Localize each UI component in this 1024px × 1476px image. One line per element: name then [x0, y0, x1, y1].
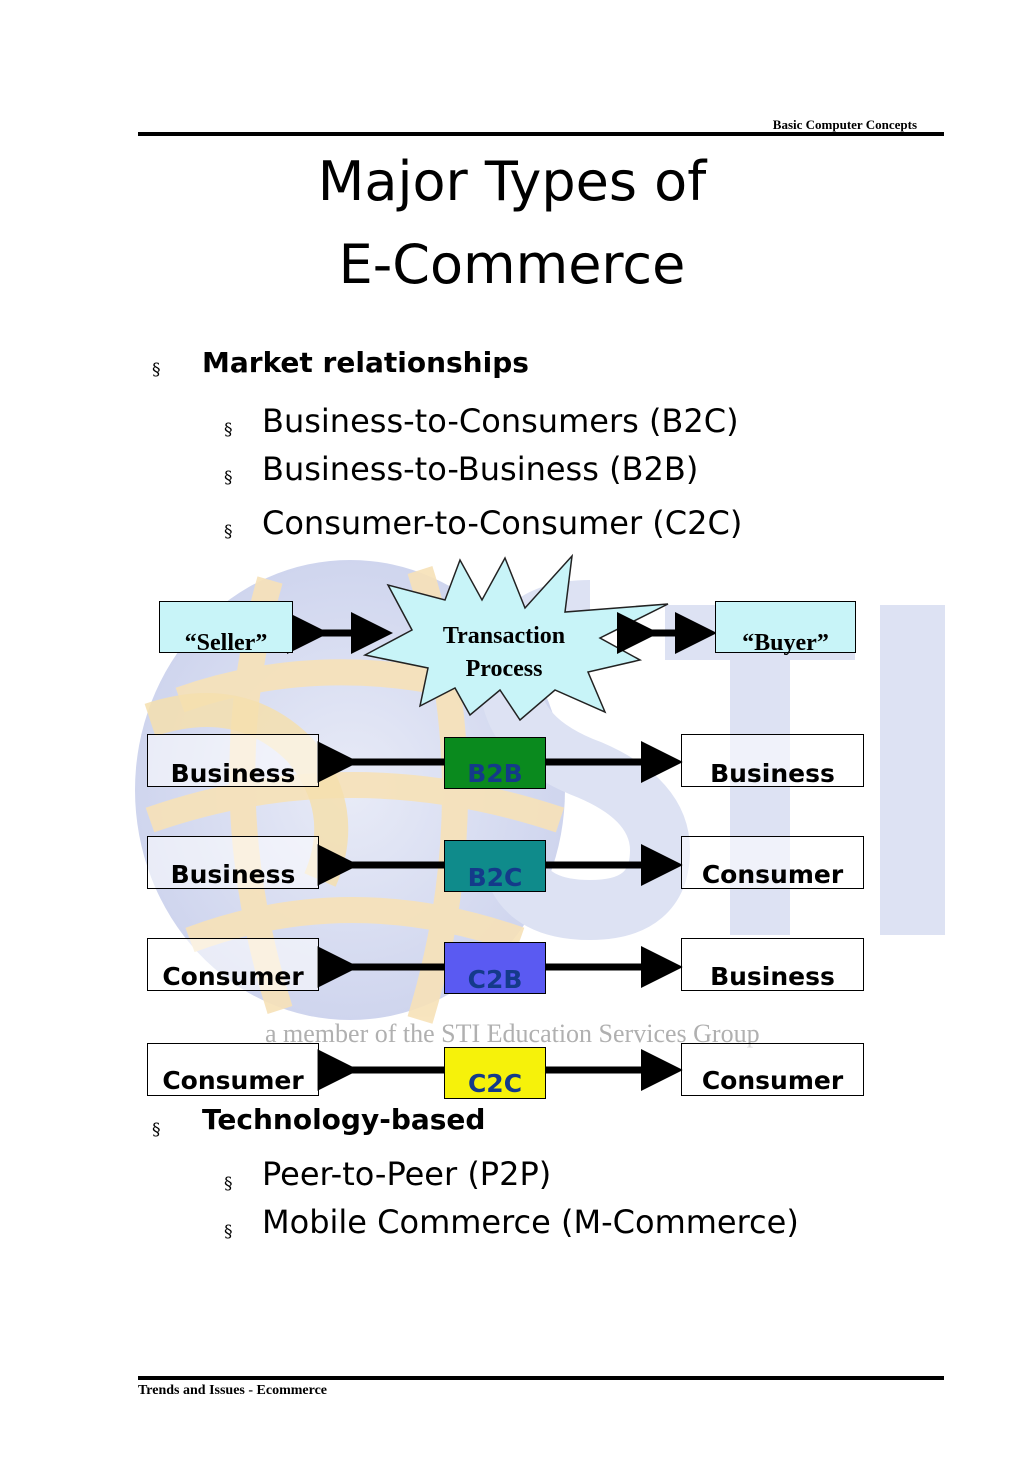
header-rule [138, 132, 944, 136]
page-title-line2: E-Commerce [338, 233, 686, 296]
footer-text: Trends and Issues - Ecommerce [138, 1383, 327, 1398]
row-b2c-right: Consumer [681, 836, 864, 889]
bullet-icon: § [224, 420, 233, 440]
bullet-icon: § [224, 1222, 233, 1242]
row-b2b-left: Business [147, 734, 319, 788]
watermark-tagline: a member of the STI Education Services G… [265, 1019, 760, 1048]
type-c2c: C2C [444, 1047, 546, 1099]
bullet-icon: § [152, 360, 161, 380]
section-heading-market: Market relationships [202, 346, 529, 379]
row-c2b-right: Business [681, 938, 864, 991]
list-item-b2c: Business-to-Consumers (B2C) [262, 402, 739, 440]
type-b2c: B2C [444, 840, 546, 892]
row-b2c-left: Business [147, 836, 319, 889]
section-heading-technology: Technology-based [202, 1103, 486, 1136]
page-title-line1: Major Types of [317, 150, 707, 213]
list-item-p2p: Peer-to-Peer (P2P) [262, 1155, 552, 1193]
transaction-label-line1: Transaction [442, 623, 566, 649]
course-header: Basic Computer Concepts [772, 117, 917, 132]
bullet-icon: § [224, 468, 233, 488]
type-b2b: B2B [444, 737, 546, 789]
list-item-c2c: Consumer-to-Consumer (C2C) [262, 504, 743, 542]
bullet-icon: § [224, 522, 233, 542]
row-c2c-left: Consumer [147, 1043, 319, 1096]
buyer-box: “Buyer” [715, 601, 856, 656]
row-c2b-left: Consumer [147, 938, 319, 991]
seller-box: “Seller” [159, 601, 293, 656]
transaction-label-line2: Process [465, 656, 543, 682]
row-c2c-right: Consumer [681, 1043, 864, 1096]
bullet-icon: § [152, 1120, 161, 1140]
row-b2b-right: Business [681, 734, 864, 788]
bullet-icon: § [224, 1174, 233, 1194]
transaction-burst-icon [362, 553, 669, 722]
list-item-mcommerce: Mobile Commerce (M-Commerce) [262, 1203, 799, 1241]
footer-rule [138, 1376, 944, 1380]
type-c2b: C2B [444, 942, 546, 994]
list-item-b2b: Business-to-Business (B2B) [262, 450, 699, 488]
transaction-process-label: Transaction Process [415, 620, 593, 686]
